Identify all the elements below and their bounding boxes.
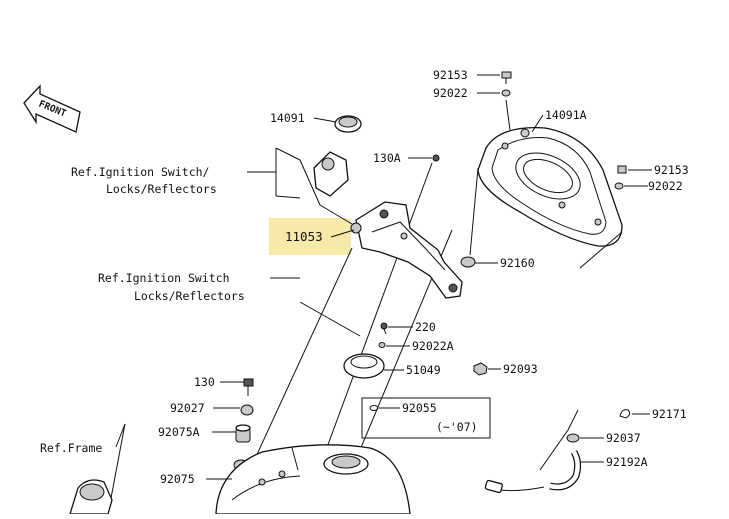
label-92075A: 92075A (158, 425, 200, 439)
frame-ref (69, 479, 113, 515)
label-ref-frame: Ref.Frame (40, 441, 102, 455)
spacer-92027 (240, 404, 254, 416)
label-92153-top: 92153 (433, 68, 468, 82)
label-ref-ignition-1b: Locks/Reflectors (106, 182, 217, 196)
label-130A: 130A (373, 151, 401, 165)
label-92022-right: 92022 (648, 179, 683, 193)
label-92171: 92171 (652, 407, 687, 421)
label-130: 130 (194, 375, 215, 389)
label-92027: 92027 (170, 401, 205, 415)
box-92055 (361, 397, 491, 439)
label-92093: 92093 (503, 362, 538, 376)
label-92037: 92037 (606, 431, 641, 445)
labels: 92153 92022 14091 14091A Ref.Ignition Sw… (40, 68, 689, 486)
oring-92055 (369, 405, 379, 411)
label-92153-right: 92153 (654, 163, 689, 177)
label-ref-ignition-2b: Locks/Reflectors (134, 289, 245, 303)
label-92055: 92055 (402, 401, 437, 415)
highlight-box (269, 218, 351, 255)
damper-92075A (235, 424, 251, 443)
label-ref-ignition-2a: Ref.Ignition Switch (98, 271, 230, 285)
bolt-130 (243, 378, 254, 396)
label-92055-note: (~'07) (436, 420, 478, 434)
bracket-11053 (350, 201, 463, 299)
label-220: 220 (415, 320, 436, 334)
label-92022-top: 92022 (433, 86, 468, 100)
screw-92153-right (614, 165, 627, 190)
cap-14091 (334, 115, 362, 133)
cap-51049 (343, 353, 385, 379)
front-arrow-icon: FRONT (23, 84, 81, 133)
screw-92153-top (501, 71, 512, 131)
label-92192A: 92192A (606, 455, 648, 469)
label-ref-ignition-1a: Ref.Ignition Switch/ (71, 165, 210, 179)
label-11053: 11053 (285, 229, 323, 244)
washer-92022A (378, 342, 386, 348)
fuel-tank (215, 444, 411, 515)
label-14091: 14091 (270, 111, 305, 125)
nut-92093 (473, 362, 488, 376)
clip-92171 (619, 409, 631, 419)
bolt-130A (432, 154, 440, 162)
label-92022A: 92022A (412, 339, 454, 353)
label-92160: 92160 (500, 256, 535, 270)
meter-cover-14091A (469, 127, 623, 269)
label-14091A: 14091A (545, 108, 587, 122)
leader-lines (115, 74, 652, 480)
hose-92192A (484, 409, 582, 494)
label-51049: 51049 (406, 363, 441, 377)
ignition-switch-ref (299, 151, 363, 231)
screw-220 (380, 322, 388, 335)
clamp-92037 (566, 433, 580, 443)
label-92075: 92075 (160, 472, 195, 486)
grommet-92160 (460, 256, 476, 268)
